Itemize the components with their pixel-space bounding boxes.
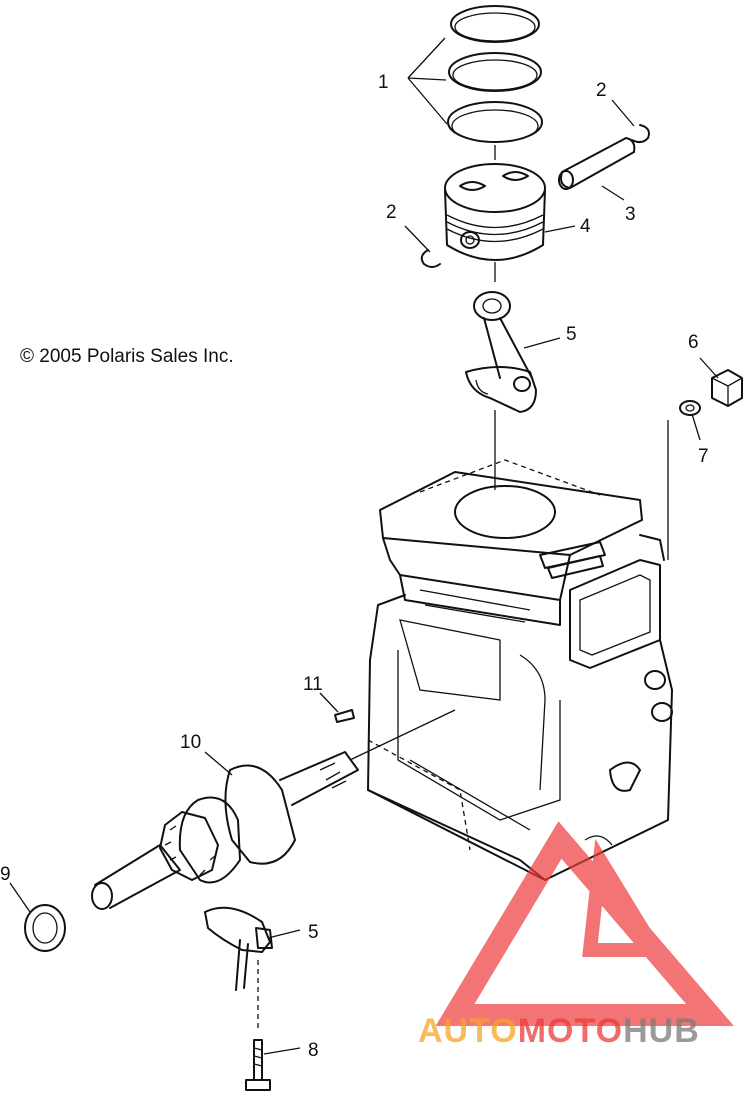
connecting-rod: [465, 291, 537, 413]
piston-rings: [447, 5, 543, 143]
watermark-text: AUTOMOTOHUB: [418, 1012, 700, 1050]
circlip-left: [420, 249, 441, 268]
callout-6: 6: [688, 332, 699, 353]
callout-2-top: 2: [596, 80, 607, 101]
dowel-pin: [334, 709, 355, 723]
piston: [444, 163, 546, 261]
watermark-auto: AUTO: [418, 1012, 518, 1050]
oil-seal: [24, 904, 66, 952]
circlip-top: [631, 124, 650, 144]
wrist-pin: [558, 137, 636, 190]
rod-washer: [679, 400, 701, 416]
watermark-moto: MOTO: [518, 1012, 623, 1050]
callout-4: 4: [580, 216, 591, 237]
triangle-logo-icon: [435, 821, 734, 1026]
callout-10: 10: [180, 732, 201, 753]
callout-5-bottom: 5: [308, 922, 319, 943]
callout-9: 9: [0, 864, 11, 885]
rod-nut: [711, 369, 743, 407]
callout-11: 11: [303, 674, 323, 695]
callout-7: 7: [698, 446, 709, 467]
callout-3: 3: [625, 204, 636, 225]
crankshaft: [91, 751, 359, 910]
leader-lines: [9, 37, 719, 1055]
callout-2-left: 2: [386, 202, 397, 223]
rod-cap: [204, 906, 273, 991]
crankcase: [367, 459, 673, 881]
svg-text:AUTOMOTOHUB: AUTOMOTOHUB: [418, 1012, 700, 1050]
rod-bolt: [245, 1039, 271, 1091]
callout-8: 8: [308, 1040, 319, 1061]
callout-1: 1: [378, 72, 389, 93]
copyright-text: © 2005 Polaris Sales Inc.: [20, 346, 234, 367]
watermark-hub: HUB: [623, 1012, 700, 1050]
callout-5-top: 5: [566, 324, 577, 345]
